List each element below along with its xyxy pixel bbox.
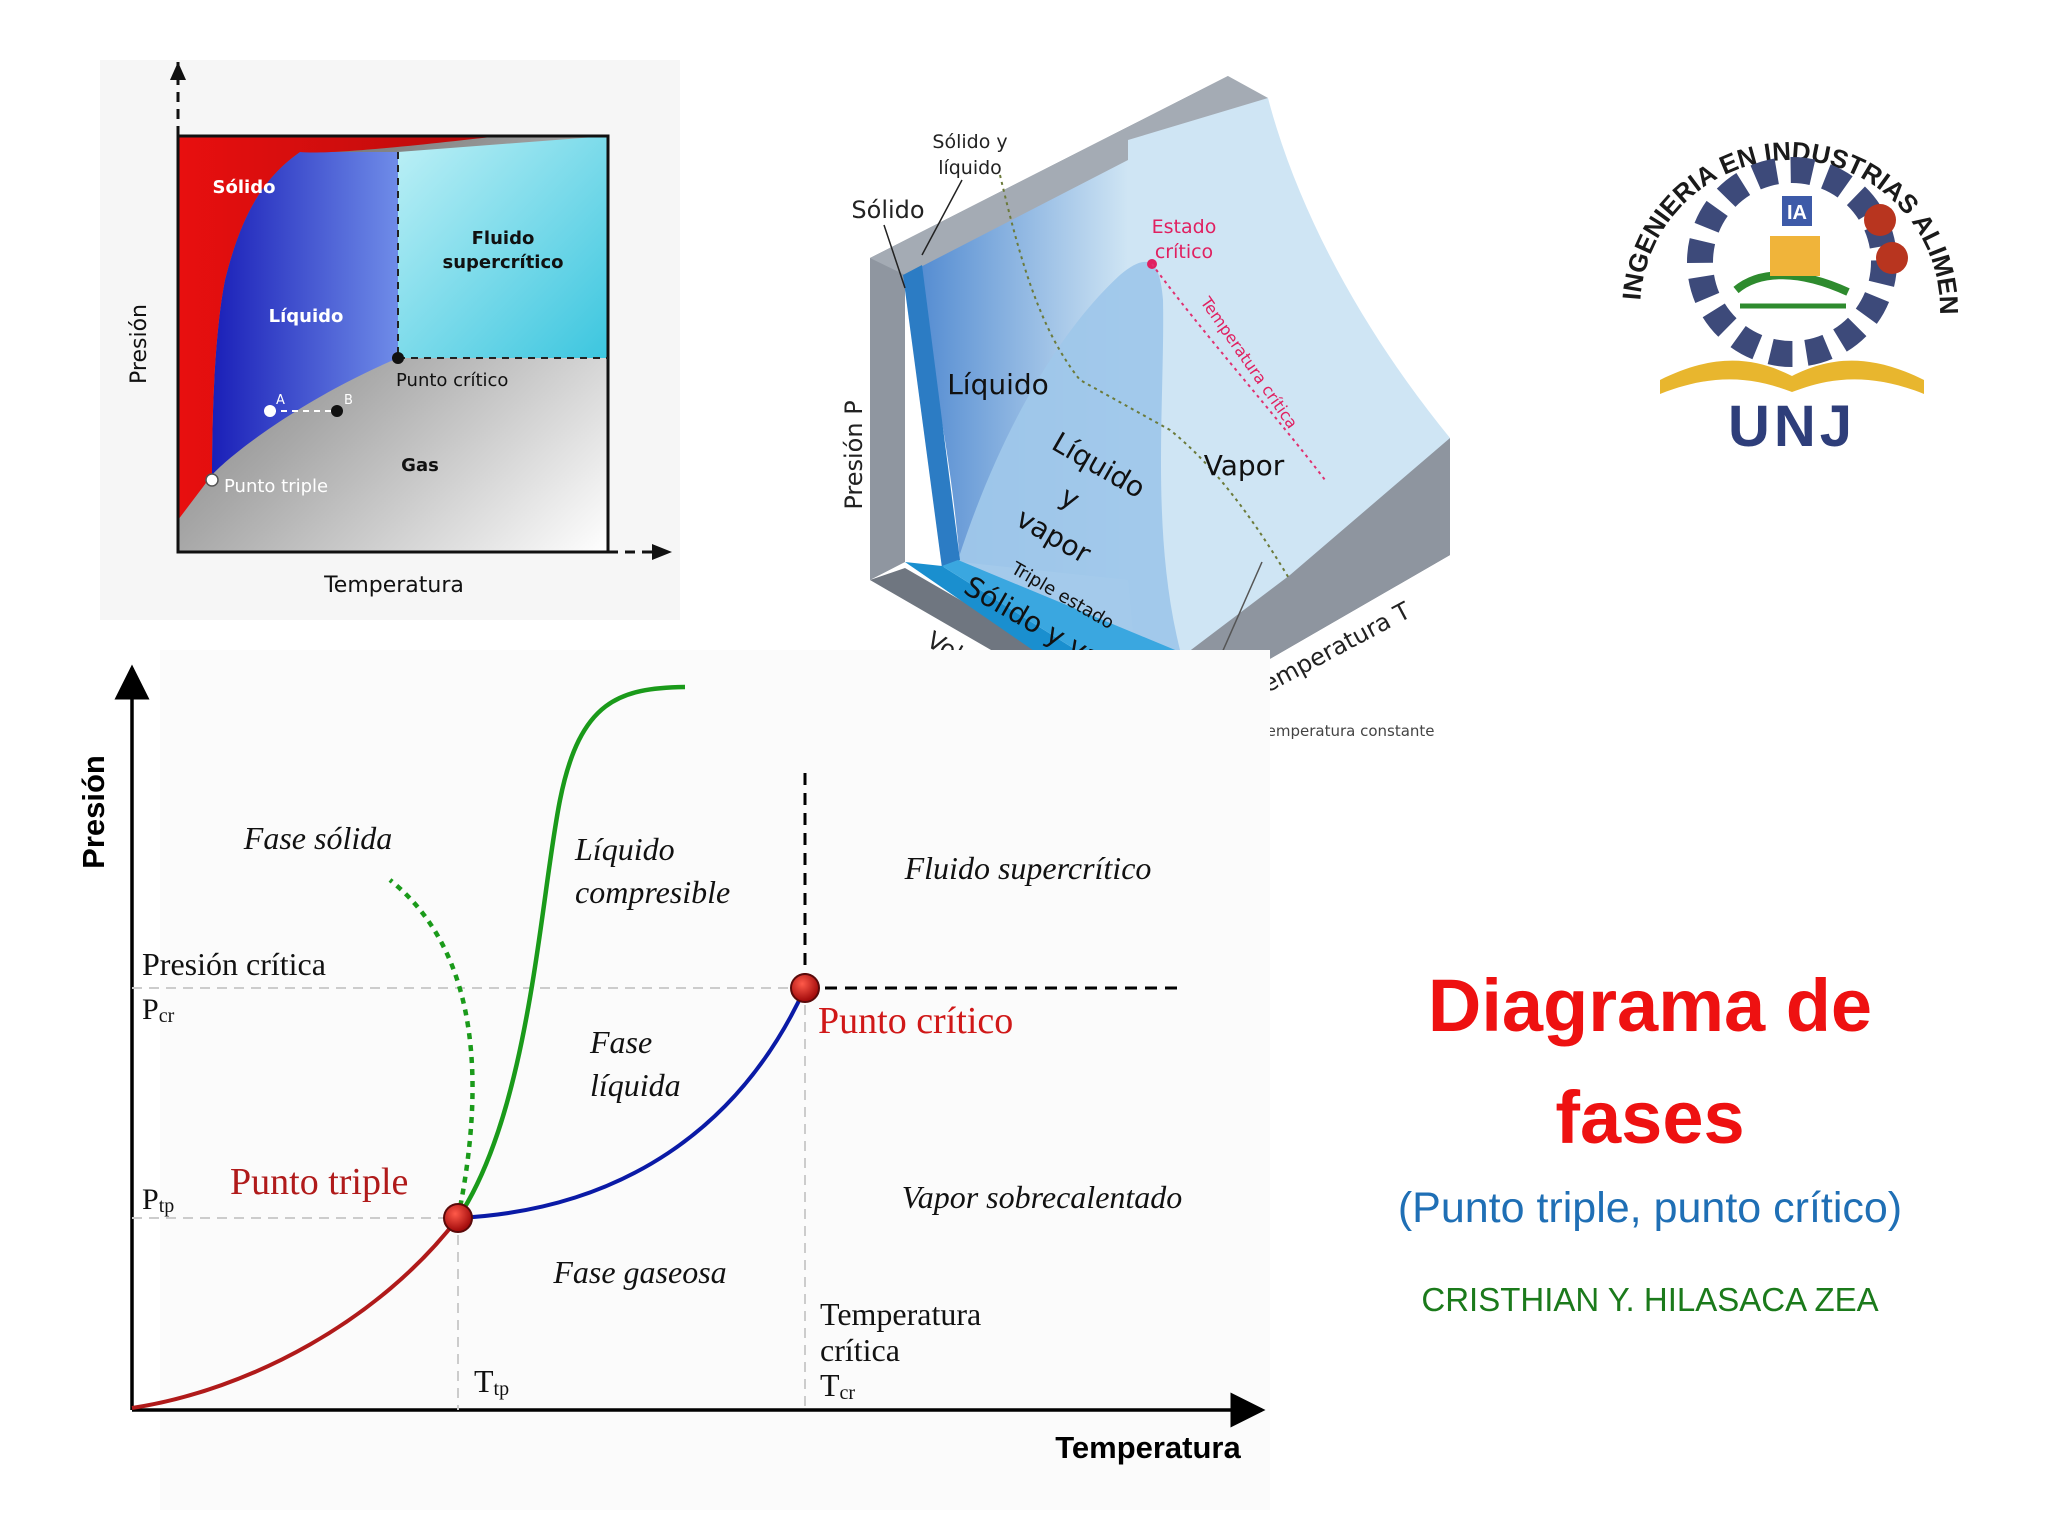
label-critical-point: Punto crítico <box>818 1000 1013 1042</box>
slide-title: Diagrama de fases <box>1427 964 1873 1159</box>
diagram1-y-label: Presión <box>127 304 152 384</box>
diagram1-x-label: Temperatura <box>323 573 464 598</box>
fusion-curve <box>456 684 686 1220</box>
label-ttp: Ttp <box>474 1363 509 1400</box>
vaporization-curve <box>457 987 807 1220</box>
diagram3-background <box>160 650 1270 1510</box>
label-vapor-3d: Vapor <box>1204 449 1285 482</box>
label-solid: Sólido <box>213 177 276 198</box>
diagram1-critical-point <box>392 352 404 364</box>
solid-pointer <box>883 224 906 289</box>
label-supercritical-2: supercrítico <box>442 252 563 273</box>
diagram3-y-label: Presión <box>76 755 111 869</box>
label-tcr: Tcr <box>820 1367 855 1404</box>
label-critical-state-2: crítico <box>1155 241 1213 263</box>
label-liquid-3d: Líquido <box>947 368 1049 401</box>
label-liquid-phase-1: Fase <box>589 1024 652 1060</box>
label-ptp: Ptp <box>142 1183 174 1217</box>
coffee-icon <box>1864 204 1896 236</box>
title-block: Diagrama de fases (Punto triple, punto c… <box>1340 950 1960 1319</box>
sublimation-curve <box>131 1216 460 1410</box>
triple-point-marker <box>443 1203 473 1233</box>
label-solid-3d: Sólido <box>851 196 924 224</box>
supercritical-region <box>398 136 608 358</box>
diagram1-y-arrowhead <box>170 62 186 80</box>
critical-point-marker <box>790 973 820 1003</box>
diagram1-frame <box>176 134 610 554</box>
label-gas: Gas <box>401 455 439 476</box>
book-icon <box>1660 360 1924 394</box>
coffee-icon-2 <box>1876 242 1908 274</box>
logo-letter: IA <box>1787 202 1807 224</box>
label-superheated-vapor: Vapor sobrecalentado <box>902 1179 1183 1215</box>
label-critical-point: Punto crítico <box>396 370 508 391</box>
fusion-curve-anomalous <box>388 878 475 1219</box>
vapor-surface <box>1128 98 1450 690</box>
pvt-surface-diagram: Sólido y líquido Sólido Estado crítico T… <box>840 76 1450 740</box>
label-critical-temp-2: crítica <box>820 1332 900 1368</box>
factory-icon <box>1770 236 1820 276</box>
point-b <box>331 405 343 417</box>
label-pcr: Pcr <box>142 993 175 1027</box>
label-critical-state-1: Estado <box>1152 216 1217 238</box>
phase-diagram-colored: Sólido Líquido Fluido supercrítico Gas P… <box>100 60 680 620</box>
label-supercritical-1: Fluido <box>472 228 535 249</box>
point-a <box>264 405 276 417</box>
solid-wall <box>903 265 960 568</box>
label-solid-liquid-2: líquido <box>938 157 1002 179</box>
diagram3-x-label: Temperatura <box>1055 1430 1241 1465</box>
label-liquid-phase-2: líquida <box>590 1067 681 1103</box>
label-b: B <box>344 393 353 408</box>
slide-author: CRISTHIAN Y. HILASACA ZEA <box>1421 1281 1879 1318</box>
label-triple-point: Punto triple <box>230 1161 408 1203</box>
label-compressible-liquid-1: Líquido <box>574 831 675 867</box>
label-critical-temp-1: Temperatura <box>820 1296 981 1332</box>
phase-diagram-lines: Presión Temperatura Fase sólida Líquido … <box>76 650 1270 1510</box>
label-liquid: Líquido <box>269 306 344 327</box>
label-critical-pressure: Presión crítica <box>142 946 326 982</box>
critical-temperature-curve <box>1151 263 1326 481</box>
block-top <box>870 76 1268 275</box>
label-triple-point: Punto triple <box>224 476 328 497</box>
label-a: A <box>276 393 285 408</box>
liquid-region <box>212 152 398 475</box>
isotherm-curve <box>999 174 1291 581</box>
diagram1-x-arrowhead <box>652 544 672 560</box>
label-solid-phase: Fase sólida <box>243 820 392 856</box>
slide-subtitle: (Punto triple, punto crítico) <box>1397 1184 1903 1232</box>
letter-icon <box>1782 196 1812 226</box>
label-pressure-axis: Presión P <box>840 400 868 509</box>
logo-badge: UNJ <box>1728 394 1856 459</box>
solid-liquid-pointer <box>921 179 963 256</box>
label-supercritical-fluid: Fluido supercrítico <box>904 850 1152 886</box>
label-solid-liquid-1: Sólido y <box>932 131 1007 153</box>
diagram1-triple-point <box>205 473 219 487</box>
liquid-vapor-dome <box>958 261 1180 690</box>
label-gas-phase: Fase gaseosa <box>552 1254 726 1290</box>
solid-region <box>178 136 500 520</box>
label-compressible-liquid-2: compresible <box>575 874 730 910</box>
